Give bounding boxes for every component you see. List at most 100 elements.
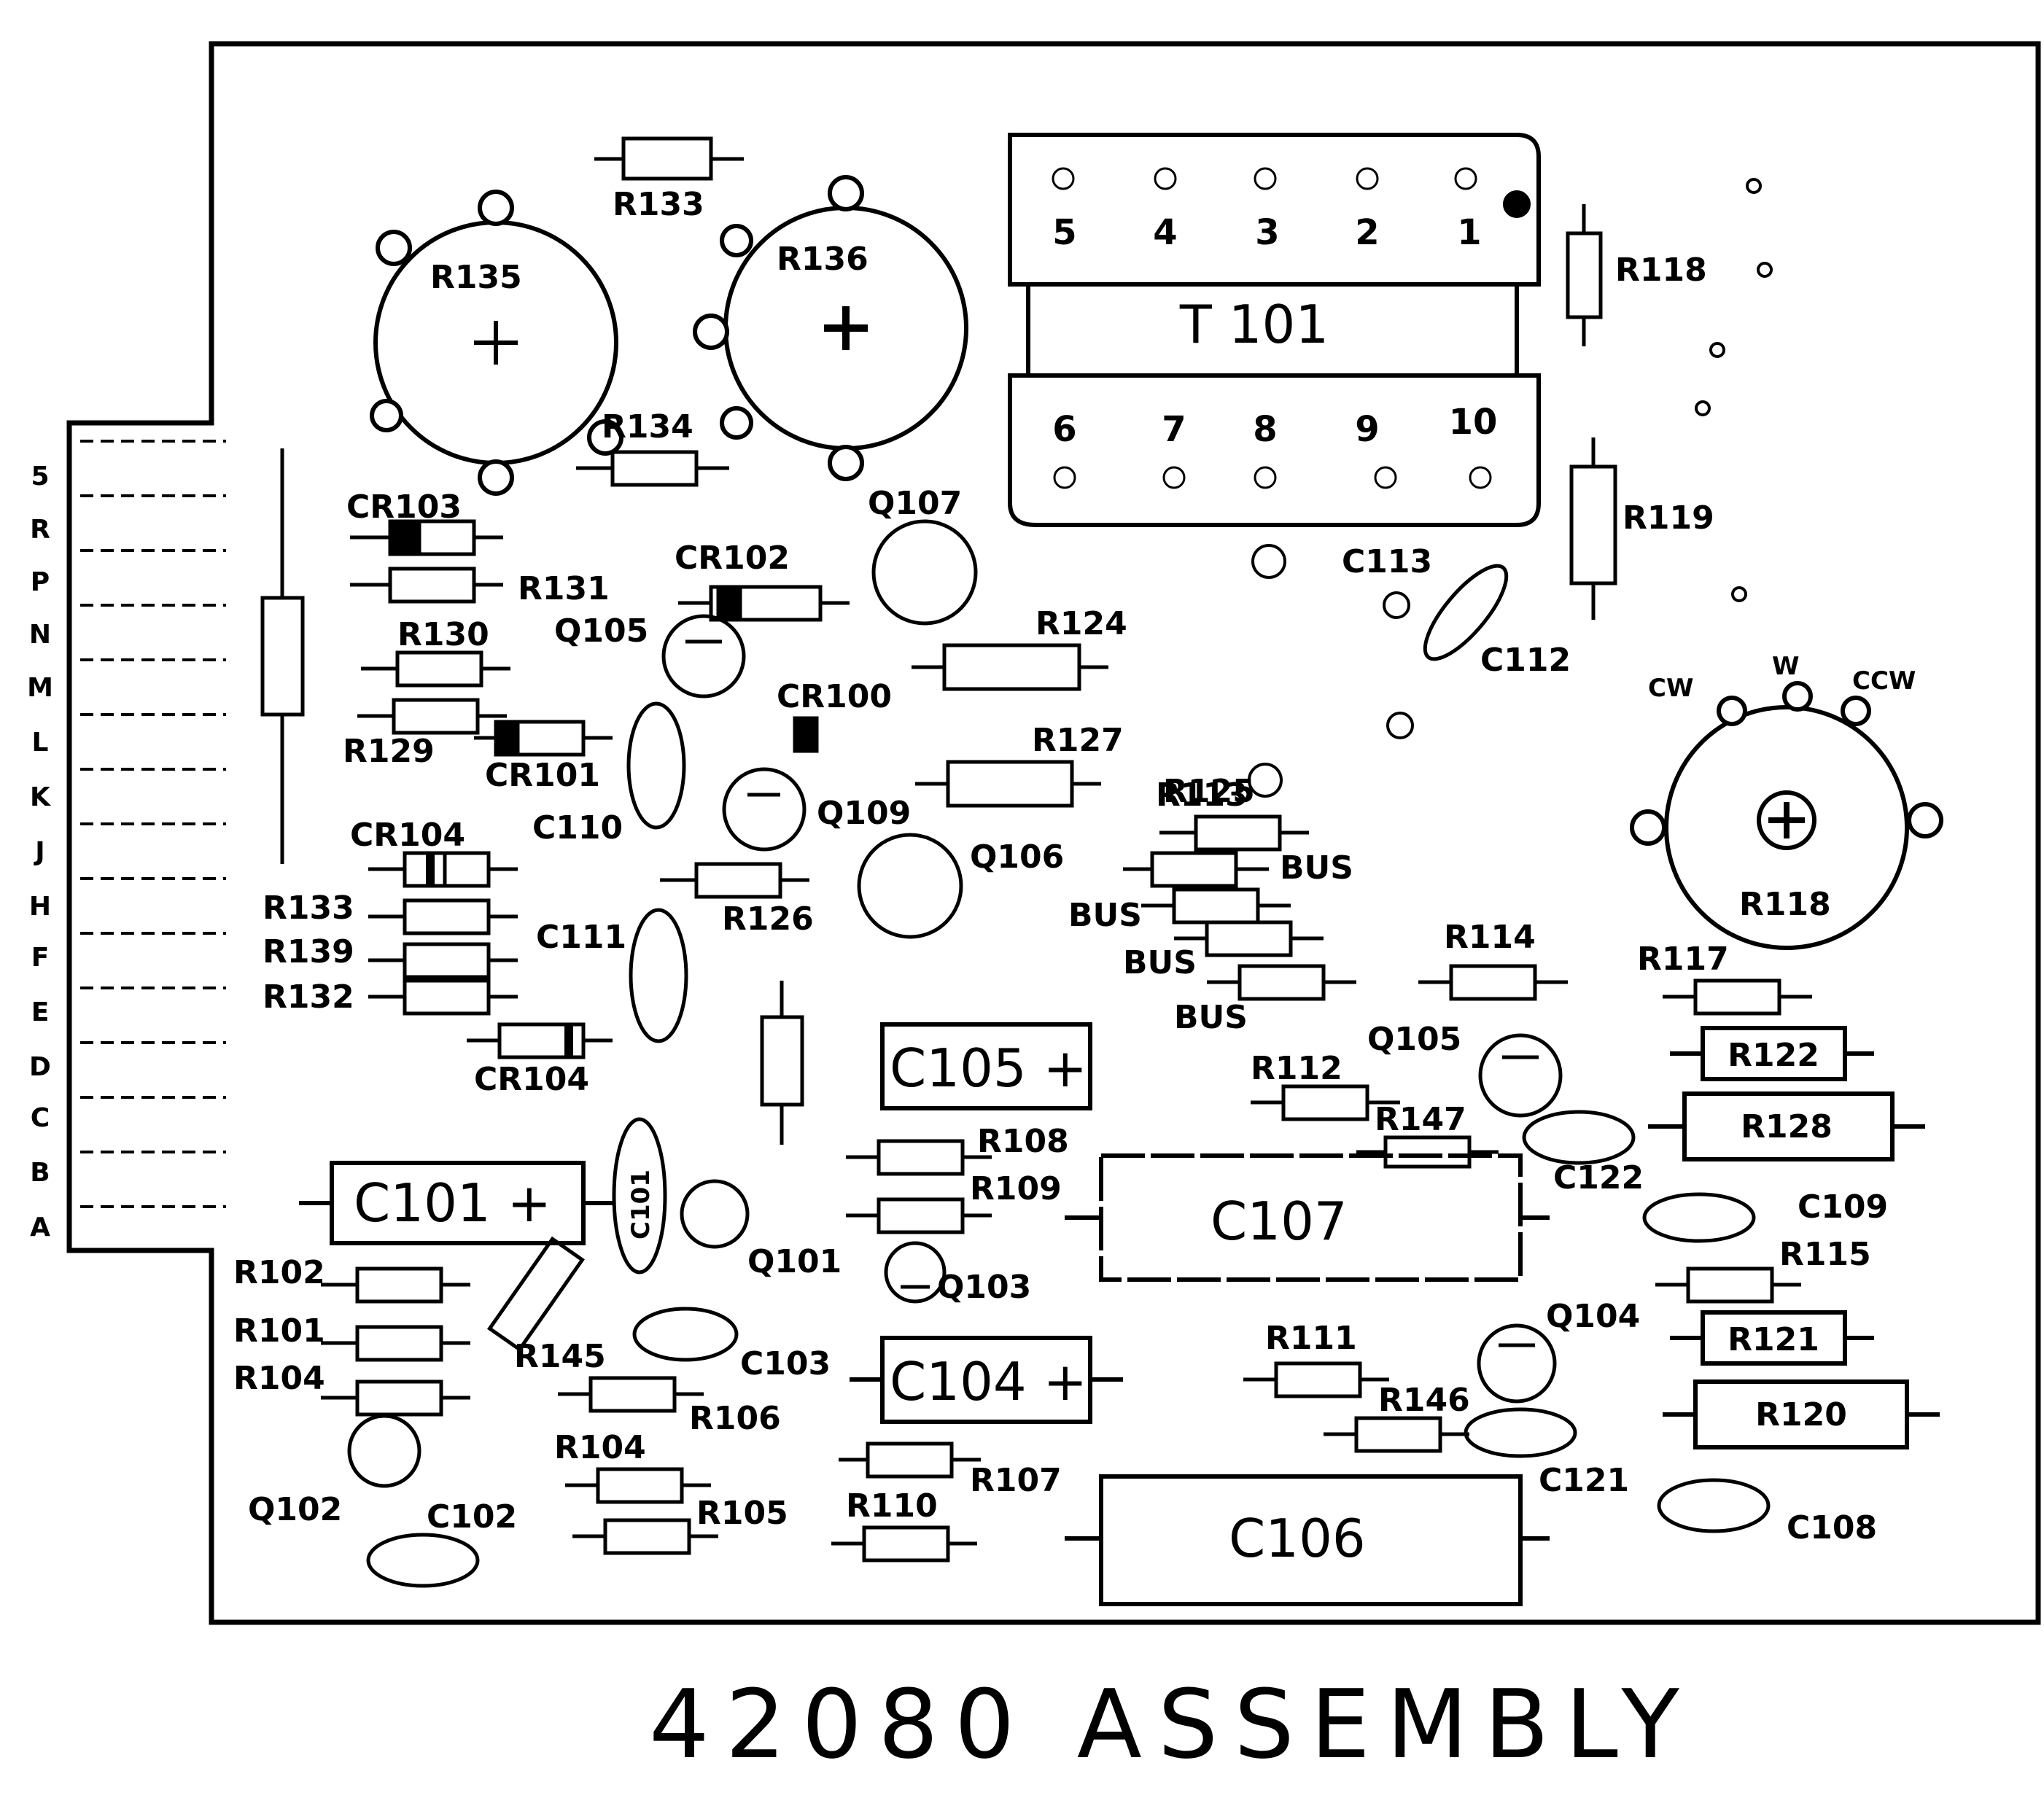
q101-label: Q101	[747, 1243, 842, 1280]
c110-label: C110	[532, 809, 623, 847]
pin-k-label: K	[30, 782, 51, 812]
pin-d-label: D	[29, 1052, 51, 1082]
q109-label: Q109	[817, 795, 911, 832]
t101-pin-3: 3	[1255, 212, 1279, 253]
pin-m-label: M	[27, 673, 53, 703]
pin-h-label: H	[29, 892, 51, 922]
r118-resistor-label: R118	[1615, 252, 1707, 289]
ceramic-capacitors	[366, 564, 1771, 1588]
resistor-bodies	[260, 136, 1812, 1562]
r130-label: R130	[397, 616, 489, 653]
bus4-label: BUS	[1174, 999, 1248, 1036]
c105-label: C105 +	[890, 1038, 1087, 1099]
r132-label: R132	[263, 978, 354, 1016]
q104-label: Q104	[1546, 1298, 1640, 1335]
r119-label: R119	[1623, 499, 1714, 537]
potentiometer-r136: R136	[693, 175, 968, 481]
cr104a-label: CR104	[350, 817, 465, 854]
c106-label: C106	[1229, 1508, 1366, 1569]
cr104b-label: CR104	[474, 1061, 589, 1098]
q105b-label: Q105	[1367, 1021, 1461, 1058]
edge-connector-labels: 5 R P N M L K J H F E D C B A	[27, 462, 53, 1242]
diodes	[388, 519, 819, 1059]
r107-label: R107	[970, 1462, 1062, 1499]
r114-label: R114	[1444, 919, 1536, 956]
r133-top-label: R133	[613, 186, 704, 223]
bus1-label: BUS	[1280, 849, 1353, 887]
c113-label: C113	[1342, 543, 1432, 580]
r117-label: R117	[1637, 941, 1729, 978]
r128-label: R128	[1741, 1108, 1833, 1145]
r126-label: R126	[722, 900, 814, 938]
r124-label: R124	[1035, 605, 1127, 642]
r113-label: R113	[1156, 777, 1248, 814]
c108-label: C108	[1787, 1509, 1877, 1546]
q106-label: Q106	[970, 838, 1064, 876]
r122-label: R122	[1728, 1037, 1819, 1074]
assembly-caption: 42080 ASSEMBLY	[649, 1669, 1695, 1780]
t101-label: T 101	[1179, 294, 1329, 355]
r127-label: R127	[1032, 722, 1124, 759]
bus2-label: BUS	[1068, 897, 1142, 934]
r136-label: R136	[777, 241, 868, 278]
c121-label: C121	[1539, 1462, 1629, 1499]
r131-label: R131	[518, 570, 610, 607]
c101-vertical-label: C101	[626, 1170, 656, 1239]
c102-label: C102	[427, 1498, 517, 1536]
edge-connector	[80, 440, 226, 1208]
pin-b-label: B	[30, 1158, 50, 1188]
c111-label: C111	[536, 919, 626, 956]
board-outline	[66, 41, 2041, 1625]
t101-pin-4: 4	[1153, 212, 1177, 253]
r147-label: R147	[1375, 1101, 1466, 1138]
r120-label: R120	[1755, 1396, 1847, 1433]
r111-label: R111	[1265, 1320, 1357, 1357]
r115-label: R115	[1779, 1236, 1871, 1273]
cr102-label: CR102	[675, 540, 790, 577]
c112-label: C112	[1480, 642, 1571, 679]
r134-label: R134	[602, 408, 693, 445]
r102-label: R102	[233, 1254, 325, 1291]
t101-pin-7: 7	[1162, 409, 1186, 450]
pin-5-label: 5	[31, 462, 49, 491]
r112-label: R112	[1251, 1050, 1342, 1087]
c103-label: C103	[740, 1345, 831, 1382]
cr100-label: CR100	[777, 678, 892, 715]
pin-f-label: F	[31, 943, 50, 973]
potentiometer-r118: R118 CW W CCW	[1630, 652, 1943, 950]
r105-label: R105	[696, 1495, 788, 1532]
t101-pin-2: 2	[1355, 212, 1379, 253]
r145-label: R145	[514, 1338, 606, 1375]
q105a-label: Q105	[554, 612, 648, 650]
bus3-label: BUS	[1123, 944, 1197, 981]
mounting-holes	[1248, 178, 1773, 798]
t101-pin-6: 6	[1052, 409, 1076, 450]
q102-label: Q102	[248, 1491, 342, 1528]
pin-l-label: L	[32, 728, 49, 758]
cr103-label: CR103	[346, 489, 462, 526]
c107-label: C107	[1211, 1191, 1348, 1252]
q107-label: Q107	[868, 485, 962, 522]
pin-e-label: E	[31, 997, 50, 1027]
t101-pin-9: 9	[1355, 409, 1379, 450]
t101-pin-5: 5	[1052, 212, 1076, 253]
q103-label: Q103	[937, 1269, 1031, 1306]
r118-pot-label: R118	[1739, 886, 1831, 923]
pot-ccw-label: CCW	[1852, 666, 1916, 696]
r110-label: R110	[846, 1487, 938, 1525]
r104a-label: R104	[233, 1360, 325, 1397]
r133-label: R133	[263, 890, 354, 927]
transistors	[347, 519, 1563, 1488]
r108-label: R108	[977, 1123, 1069, 1160]
potentiometer-r135: R135	[370, 190, 623, 496]
r121-label: R121	[1728, 1321, 1819, 1358]
t101-pin-8: 8	[1253, 409, 1277, 450]
pot-cw-label: CW	[1648, 674, 1693, 703]
r109-label: R109	[970, 1170, 1062, 1207]
r129-label: R129	[343, 733, 435, 770]
pin-r-label: R	[30, 515, 50, 545]
pin-c-label: C	[31, 1103, 50, 1133]
r146-label: R146	[1378, 1382, 1470, 1419]
pin-p-label: P	[31, 567, 50, 597]
